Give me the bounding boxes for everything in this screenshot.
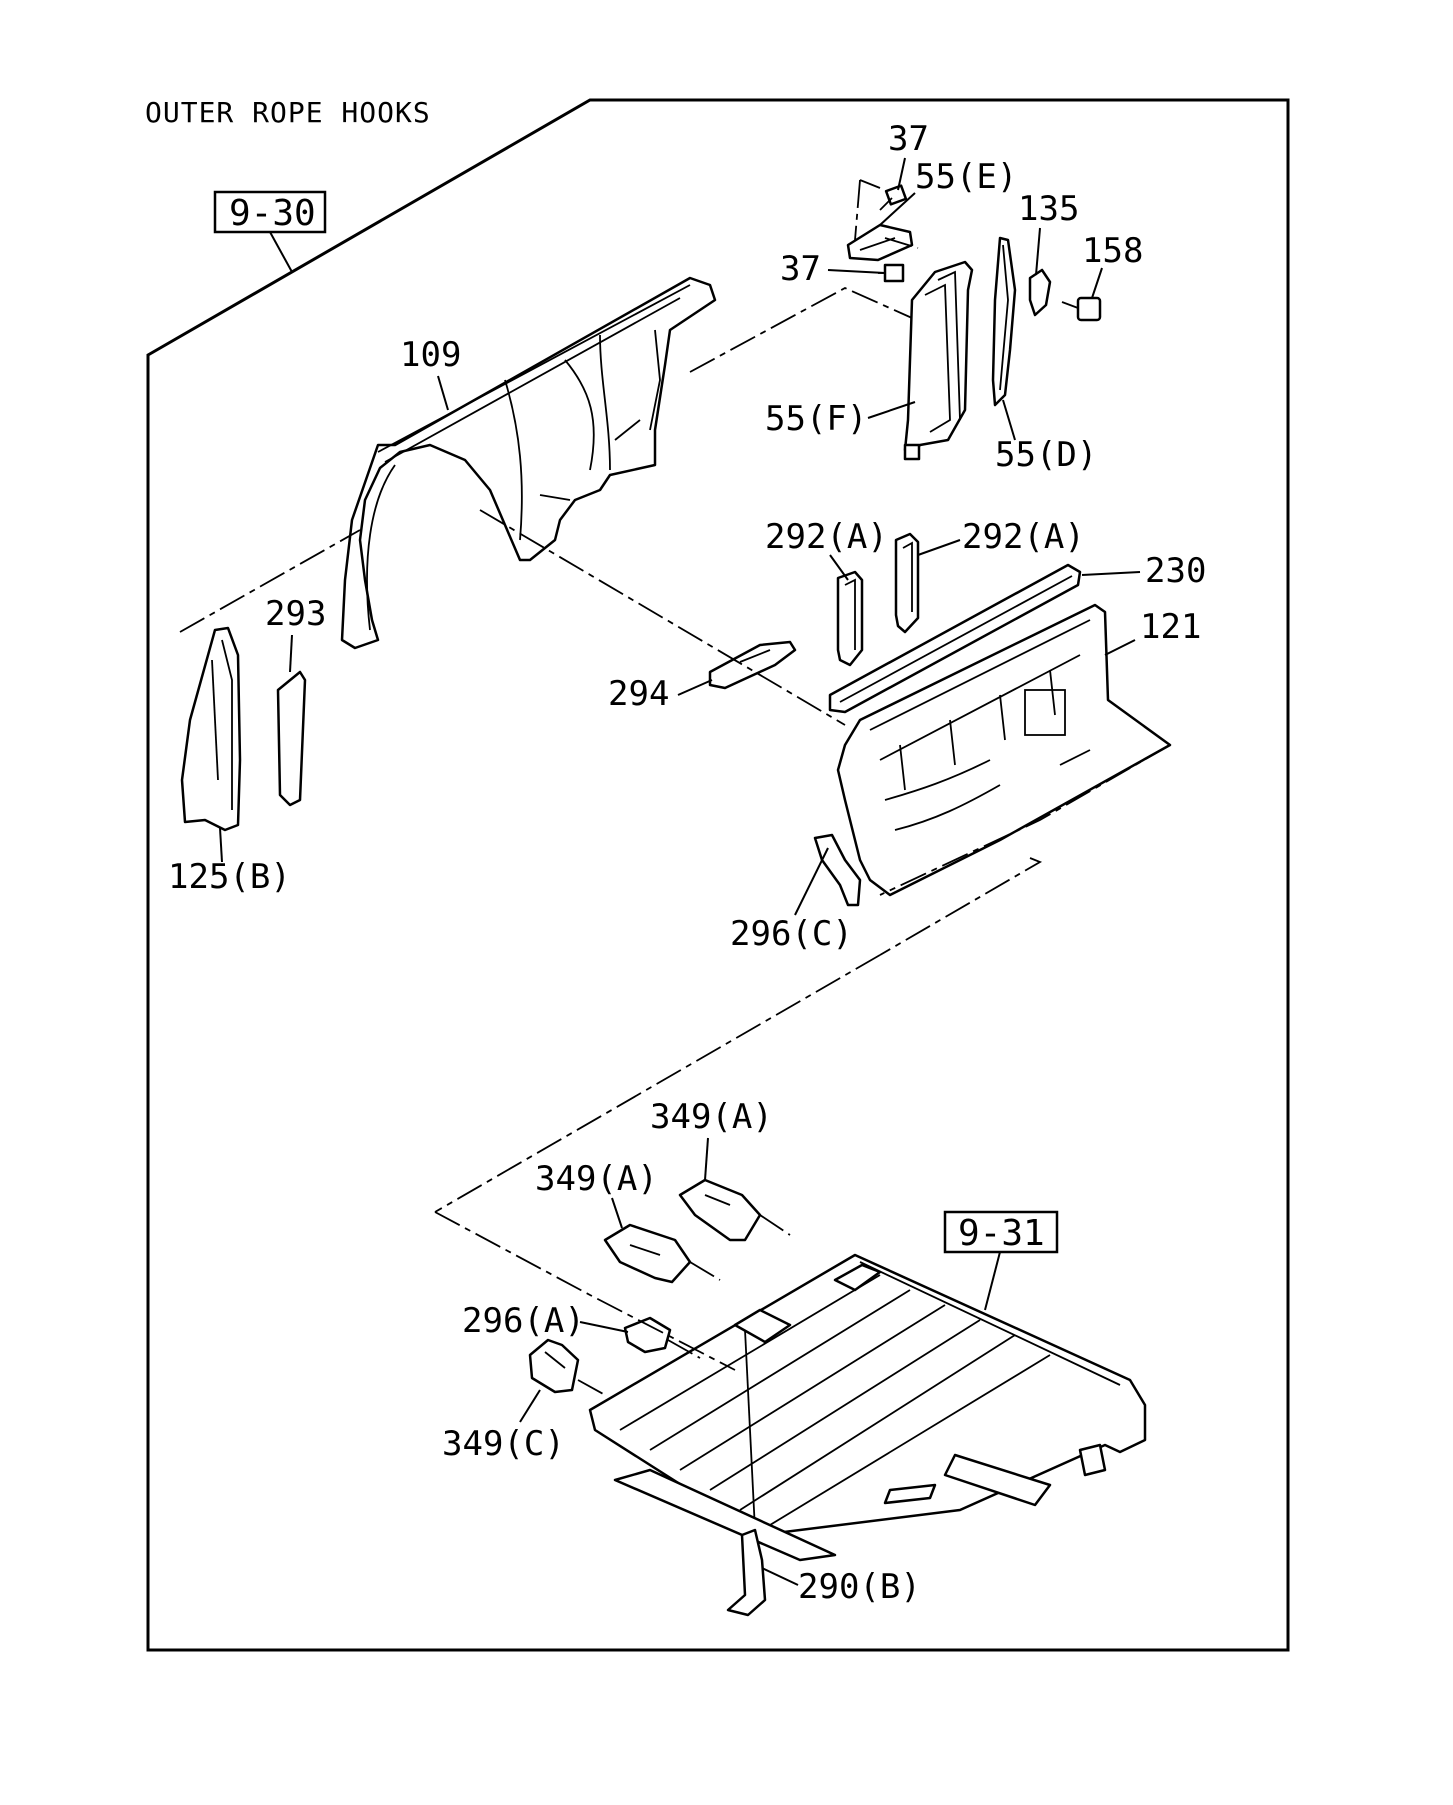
reference-label-9-30: 9-30 (229, 193, 316, 234)
label-292a-left[interactable]: 292(A) (765, 517, 888, 557)
part-158-bolt[interactable] (1061, 296, 1102, 322)
leader-floor-left (434, 1211, 736, 1371)
leader-upper-to-lower (434, 954, 881, 1213)
label-292a-right[interactable]: 292(A) (962, 517, 1085, 557)
label-294[interactable]: 294 (608, 674, 669, 714)
reference-label-9-31: 9-31 (958, 1213, 1045, 1254)
labels: 37 55(E) 37 135 158 109 55(F) 55(D) 292(… (168, 119, 1206, 1607)
label-37-lower[interactable]: 37 (780, 249, 821, 289)
leader-296a (667, 1339, 701, 1359)
part-55e-bracket[interactable] (846, 223, 919, 262)
part-292a-stake-pocket-right[interactable] (894, 532, 920, 634)
part-292a-stake-pocket-left[interactable] (836, 570, 864, 667)
label-296c[interactable]: 296(C) (730, 914, 853, 954)
label-135[interactable]: 135 (1018, 189, 1079, 229)
part-349c-bracket[interactable] (528, 1338, 580, 1394)
part-37-bolt-upper[interactable] (854, 179, 908, 241)
label-158[interactable]: 158 (1082, 231, 1143, 271)
label-349c[interactable]: 349(C) (442, 1424, 565, 1464)
part-55f-pillar[interactable] (903, 260, 974, 461)
label-109[interactable]: 109 (400, 335, 461, 375)
label-349a-right[interactable]: 349(A) (650, 1097, 773, 1137)
label-293[interactable]: 293 (265, 594, 326, 634)
leader-349a-left (689, 1261, 721, 1281)
part-349a-bracket-right[interactable] (678, 1178, 762, 1242)
reference-box-9-30[interactable]: 9-30 (213, 190, 327, 273)
leader-121-floor (879, 857, 1043, 956)
part-121-front-panel[interactable] (836, 603, 1172, 897)
reference-box-9-31[interactable]: 9-31 (943, 1210, 1059, 1311)
leader-349a-right (759, 1214, 791, 1236)
label-349a-left[interactable]: 349(A) (535, 1159, 658, 1199)
part-55d-strip[interactable] (991, 236, 1017, 407)
part-290b-bracket[interactable] (726, 1528, 767, 1617)
part-349a-bracket-left[interactable] (603, 1223, 692, 1284)
label-37-upper[interactable]: 37 (888, 119, 929, 159)
label-296a[interactable]: 296(A) (462, 1301, 585, 1341)
leader-349c (577, 1379, 606, 1396)
part-109-side-panel[interactable] (340, 276, 717, 650)
label-125b[interactable]: 125(B) (168, 857, 291, 897)
label-55d[interactable]: 55(D) (995, 435, 1097, 475)
part-125b-corner-post[interactable] (180, 626, 242, 832)
leader-293-125b (179, 529, 361, 633)
label-55f[interactable]: 55(F) (765, 399, 867, 439)
part-296a-bracket[interactable] (623, 1316, 672, 1354)
part-230-top-rail[interactable] (828, 563, 1082, 714)
part-293-strip[interactable] (276, 670, 307, 807)
leader-109-to-55f (689, 286, 913, 373)
part-294-bracket[interactable] (708, 640, 797, 690)
label-290b[interactable]: 290(B) (798, 1567, 921, 1607)
label-230[interactable]: 230 (1145, 551, 1206, 591)
label-121[interactable]: 121 (1140, 607, 1201, 647)
part-135-clip[interactable] (1028, 268, 1052, 317)
diagram-frame (146, 98, 1290, 1652)
diagram-title: OUTER ROPE HOOKS (145, 96, 431, 129)
part-floor-assembly[interactable] (588, 1253, 1147, 1562)
part-296c-bracket[interactable] (813, 833, 862, 907)
label-55e[interactable]: 55(E) (915, 157, 1017, 197)
leader-121-base (879, 744, 1171, 896)
leader-109-121 (479, 509, 846, 726)
